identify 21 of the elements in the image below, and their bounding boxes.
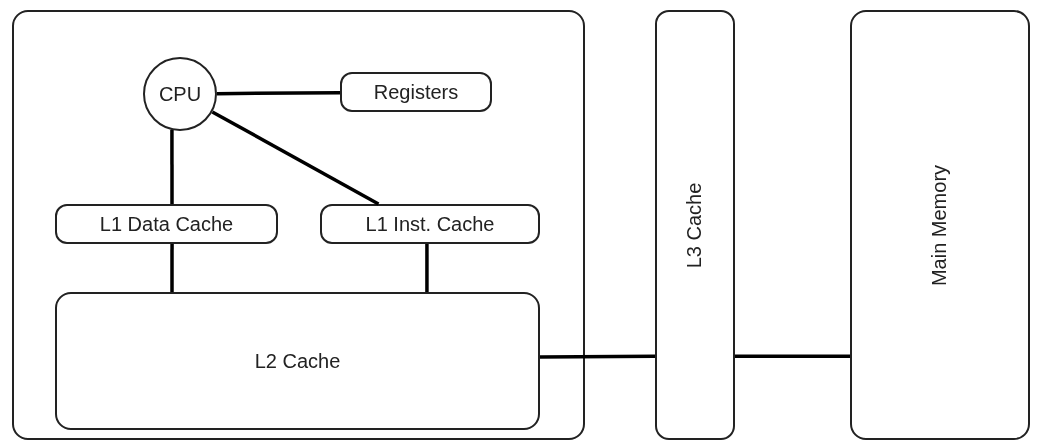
node-label: L3 Cache	[683, 182, 707, 268]
memory-box	[850, 10, 1030, 440]
connector-line	[425, 244, 429, 292]
connector-line	[170, 130, 174, 204]
node-label: L1 Data Cache	[99, 212, 234, 236]
node-label: L2 Cache	[254, 349, 341, 373]
cpu-package-box	[12, 10, 585, 440]
cache-box	[55, 292, 540, 430]
memory-box	[655, 10, 735, 440]
cache-box	[340, 72, 492, 112]
connector-line	[735, 354, 850, 358]
connector-line	[540, 354, 655, 359]
node-label: L1 Inst. Cache	[365, 212, 495, 236]
connector-line	[217, 90, 340, 96]
node-label: Main Memory	[928, 164, 952, 286]
node-label: CPU	[158, 82, 202, 106]
connector-line	[170, 244, 174, 292]
connector-line	[211, 110, 380, 206]
cache-box	[320, 204, 540, 244]
cache-box	[55, 204, 278, 244]
node-label: Registers	[373, 80, 459, 104]
